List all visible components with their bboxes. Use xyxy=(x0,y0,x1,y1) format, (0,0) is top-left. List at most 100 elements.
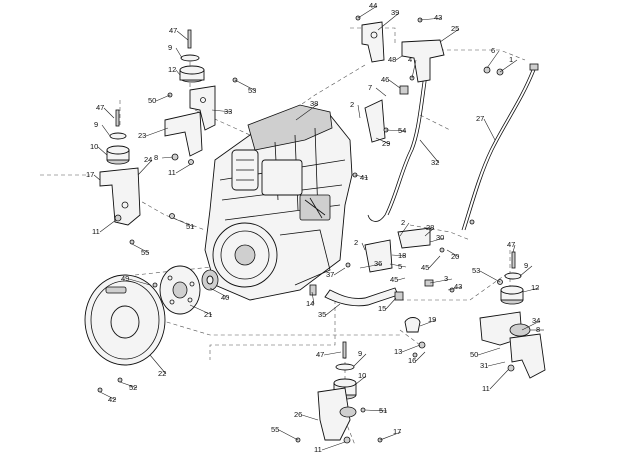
callout-leader-28 xyxy=(424,227,435,237)
callout-leader-48 xyxy=(395,55,403,61)
callout-leader-9 xyxy=(175,47,183,59)
callout-leader-33 xyxy=(211,109,233,113)
callout-label-11: 11 xyxy=(92,227,100,236)
callout-leader-45 xyxy=(428,255,441,269)
callout-leader-20 xyxy=(446,249,460,258)
callout-leader-13 xyxy=(401,344,421,353)
callout-leader-21 xyxy=(189,304,213,316)
callout-label-50: 50 xyxy=(148,96,156,105)
callout-label-11: 11 xyxy=(482,384,490,393)
callout-label-12: 12 xyxy=(168,65,176,74)
callout-label-23: 23 xyxy=(138,131,146,140)
callout-label-10: 10 xyxy=(358,371,366,380)
bracket-26 xyxy=(317,387,357,441)
callout-label-16: 16 xyxy=(408,356,416,365)
callout-leader-1 xyxy=(499,59,518,73)
callout-leader-31 xyxy=(487,361,506,367)
callout-leader-37 xyxy=(333,267,346,276)
callout-label-51: 51 xyxy=(186,222,194,231)
callout-label-37: 37 xyxy=(326,270,334,279)
callout-leader-12 xyxy=(522,287,540,293)
callout-leader-47 xyxy=(176,30,189,41)
callout-leader-42 xyxy=(99,391,117,401)
callout-label-25: 25 xyxy=(451,24,459,33)
callout-label-51: 51 xyxy=(379,406,387,415)
callout-label-22: 22 xyxy=(158,369,166,378)
callout-leader-26 xyxy=(301,414,319,421)
callout-leader-47 xyxy=(512,244,516,253)
callout-label-47: 47 xyxy=(169,26,177,35)
callout-leader-44 xyxy=(357,5,378,19)
hose-35 xyxy=(324,287,399,307)
callout-leader-16 xyxy=(415,351,426,362)
callout-label-45: 45 xyxy=(421,263,429,272)
engine-assembly xyxy=(204,104,353,301)
bracket-31 xyxy=(509,333,546,379)
callout-label-21: 21 xyxy=(204,310,212,319)
callout-label-7: 7 xyxy=(368,83,372,92)
callout-leader-8 xyxy=(161,156,174,159)
callout-leader-47 xyxy=(103,107,115,119)
callout-leader-53 xyxy=(234,79,257,92)
callout-leader-4 xyxy=(411,59,417,79)
callout-label-2: 2 xyxy=(350,100,354,109)
coupling-21 xyxy=(159,265,201,315)
hub-40 xyxy=(201,269,219,291)
callout-label-32: 32 xyxy=(431,158,439,167)
callout-label-43: 43 xyxy=(454,282,462,291)
callout-leader-34 xyxy=(521,320,541,331)
callout-label-53: 53 xyxy=(472,266,480,275)
bracket-39 xyxy=(361,21,385,63)
callout-leader-11 xyxy=(175,163,192,174)
bracket-23 xyxy=(164,111,203,157)
mount-12a xyxy=(179,65,205,83)
callout-leader-43 xyxy=(419,17,443,21)
callout-label-30: 30 xyxy=(436,233,444,242)
callout-leader-11 xyxy=(321,441,346,451)
callout-label-34: 34 xyxy=(532,316,540,325)
callout-leader-45 xyxy=(397,277,406,281)
callout-label-45: 45 xyxy=(390,275,398,284)
mount-10a xyxy=(106,145,130,165)
callout-leader-24 xyxy=(137,159,153,176)
callout-leader-41 xyxy=(354,174,369,179)
callout-leader-53 xyxy=(479,270,501,283)
callout-leader-49 xyxy=(128,278,151,286)
callout-label-2: 2 xyxy=(354,238,358,247)
cable-27 xyxy=(461,63,539,231)
callout-label-46: 46 xyxy=(381,75,389,84)
callout-label-18: 18 xyxy=(398,251,406,260)
callout-leader-25 xyxy=(439,28,460,43)
callout-leader-50 xyxy=(477,347,501,356)
callout-label-13: 13 xyxy=(394,347,402,356)
callout-leader-51 xyxy=(172,217,195,228)
callout-label-19: 19 xyxy=(428,315,436,324)
callout-label-38: 38 xyxy=(310,99,318,108)
callout-label-27: 27 xyxy=(476,114,484,123)
callout-label-11: 11 xyxy=(314,445,322,454)
bracket-33 xyxy=(189,85,216,131)
callout-leader-52 xyxy=(119,381,138,389)
callout-leader-3 xyxy=(429,278,453,284)
callout-label-9: 9 xyxy=(94,120,98,129)
callout-leader-40 xyxy=(209,287,230,299)
callout-leader-32 xyxy=(419,139,440,164)
callout-label-35: 35 xyxy=(318,310,326,319)
callout-label-52: 52 xyxy=(129,383,137,392)
callout-label-41: 41 xyxy=(360,173,368,182)
callout-label-11: 11 xyxy=(168,168,176,177)
callout-leader-15 xyxy=(385,297,397,310)
callout-label-14: 14 xyxy=(306,299,314,308)
callout-leader-19 xyxy=(419,319,437,327)
callout-leader-46 xyxy=(388,79,401,89)
bracket-24 xyxy=(99,167,141,226)
callout-leader-17 xyxy=(93,174,101,181)
callout-leader-50 xyxy=(155,94,171,102)
callout-leader-9 xyxy=(519,265,533,277)
callout-label-47: 47 xyxy=(316,350,324,359)
callout-label-4: 4 xyxy=(408,55,412,64)
bracket-18 xyxy=(364,239,393,273)
callout-label-17: 17 xyxy=(86,170,94,179)
callout-label-42: 42 xyxy=(108,395,116,404)
